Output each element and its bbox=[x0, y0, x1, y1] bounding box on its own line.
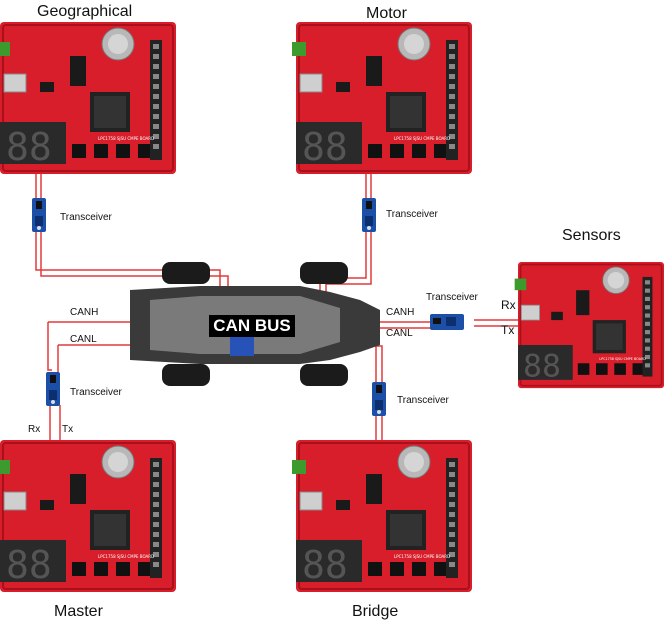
tx-label-sensors: Tx bbox=[501, 323, 515, 337]
transceiver-bridge bbox=[372, 382, 386, 416]
label-geographical: Geographical bbox=[37, 3, 133, 20]
label-master: Master bbox=[54, 603, 103, 620]
board-geographical bbox=[0, 21, 177, 175]
label-motor: Motor bbox=[366, 5, 407, 22]
transceiver-label-master: Transceiver bbox=[70, 387, 122, 398]
transceiver-motor bbox=[362, 198, 376, 232]
label-sensors: Sensors bbox=[562, 227, 621, 244]
canl-label-left: CANL bbox=[70, 334, 97, 345]
board-bridge bbox=[291, 439, 473, 593]
transceiver-geographical bbox=[32, 198, 46, 232]
canl-label-right: CANL bbox=[386, 328, 413, 339]
transceiver-label-bridge: Transceiver bbox=[397, 395, 449, 406]
label-bridge: Bridge bbox=[352, 603, 399, 620]
transceiver-label-motor: Transceiver bbox=[386, 209, 438, 220]
can-bus-label: CAN BUS bbox=[209, 315, 295, 337]
transceiver-master bbox=[46, 372, 60, 406]
tx-label-master: Tx bbox=[62, 424, 74, 435]
transceiver-label-geographical: Transceiver bbox=[60, 212, 112, 223]
board-master bbox=[0, 439, 177, 593]
canh-label-left: CANH bbox=[70, 307, 99, 318]
board-sensors bbox=[513, 261, 664, 389]
rx-label-master: Rx bbox=[28, 424, 41, 435]
canh-label-right: CANH bbox=[386, 307, 415, 318]
board-motor bbox=[291, 21, 473, 175]
transceiver-sensors bbox=[430, 314, 464, 330]
transceiver-label-sensors: Transceiver bbox=[426, 292, 478, 303]
rx-label-sensors: Rx bbox=[501, 298, 516, 312]
